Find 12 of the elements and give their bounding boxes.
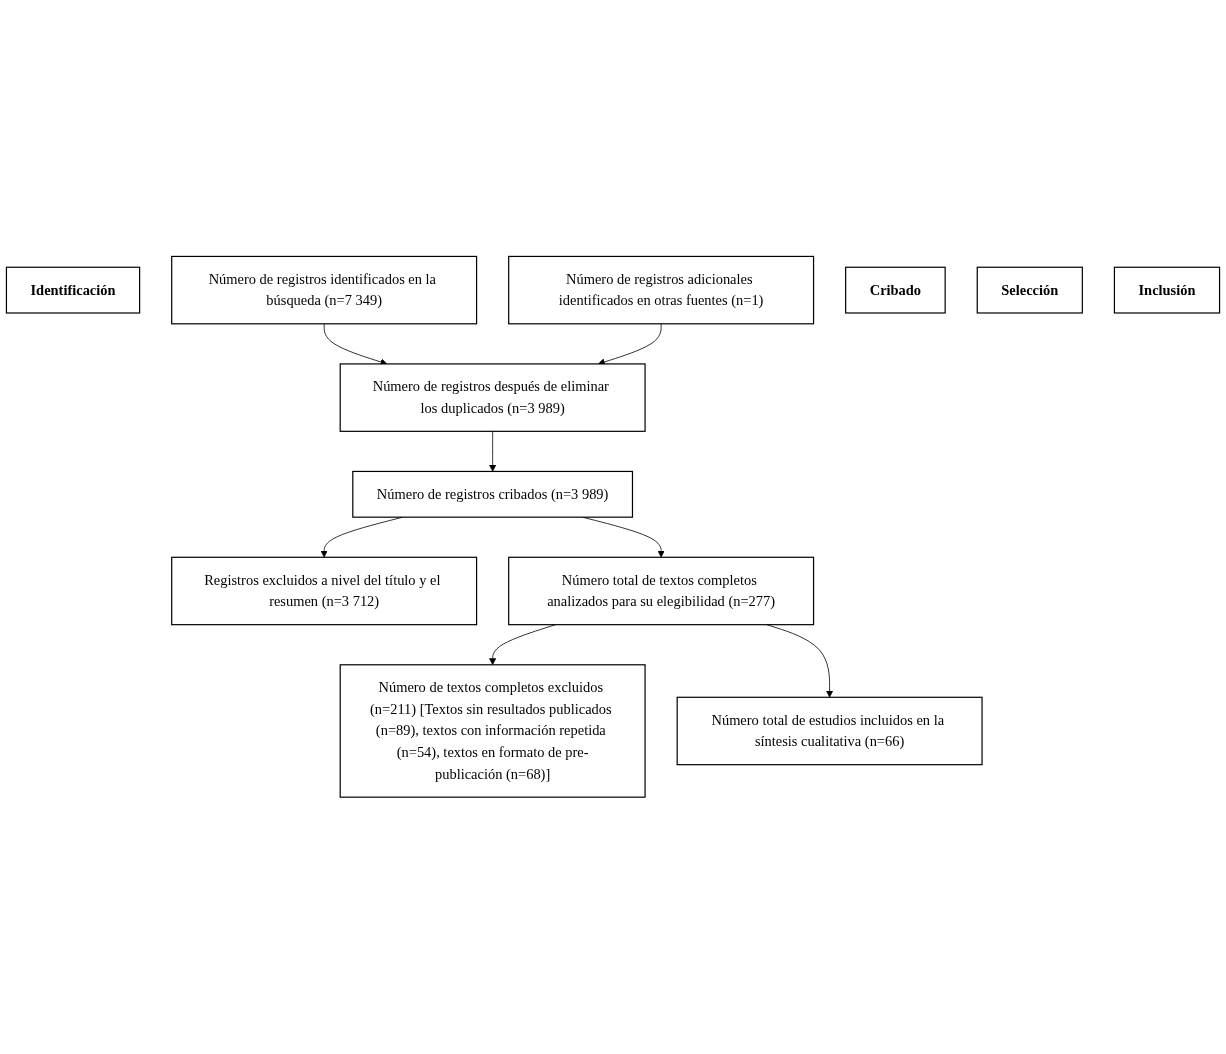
node-box: Número de textos completos excluidos (n=211) [Textos sin resultados publicados (n=89), textos con información repetida (n=54), textos en formato de pre-publicación (n=68)] bbox=[339, 664, 646, 798]
node-box: Registros excluidos a nivel del título y el resumen (n=3 712) bbox=[171, 556, 478, 626]
node-box: Número de registros después de eliminar los duplicados (n=3 989) bbox=[339, 363, 646, 433]
node-box: Número de registros cribados (n=3 989) bbox=[352, 471, 634, 518]
node-box: Selección bbox=[976, 266, 1083, 314]
node-box: Número de registros adicionales identificados en otras fuentes (n=1) bbox=[508, 256, 815, 325]
node-box: Número de registros identificados en la búsqueda (n=7 349) bbox=[171, 256, 478, 325]
node-box: Número total de textos completos analizados para su elegibilidad (n=277) bbox=[508, 556, 815, 626]
node-box: Cribado bbox=[845, 266, 946, 314]
node-box: Número total de estudios incluidos en la síntesis cualitativa (n=66) bbox=[676, 696, 983, 766]
node-box: Inclusión bbox=[1113, 266, 1221, 314]
node-box: Identificación bbox=[5, 266, 141, 314]
